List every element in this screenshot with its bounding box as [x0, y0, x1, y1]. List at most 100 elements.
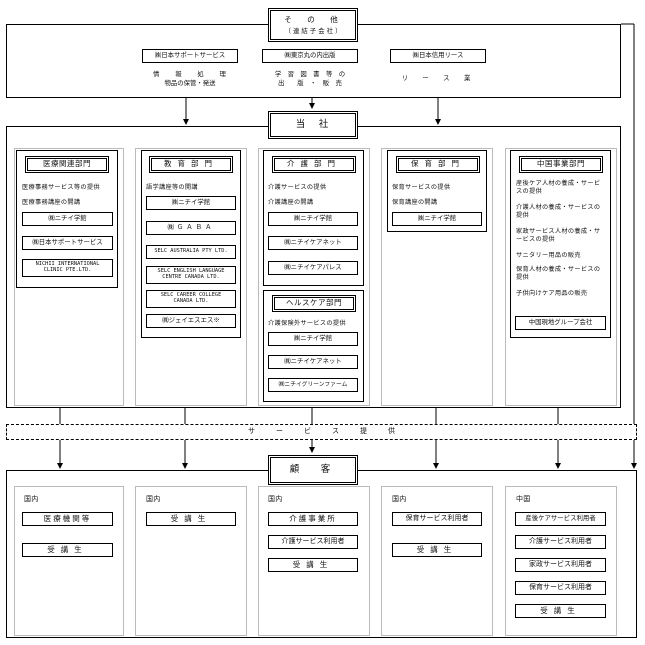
department-title: 介護部門 — [287, 159, 341, 169]
customer-item-box: 介護事業所 — [268, 512, 358, 526]
company-box-lease: ㈱日本信用リース — [390, 49, 486, 63]
department-text: サニタリー用品の販売 — [516, 252, 581, 259]
customer-item-box: 介護サービス利用者 — [515, 535, 606, 549]
service-provision-bar: サ ー ビ ス 提 供 — [6, 424, 637, 440]
department-panel — [510, 150, 611, 338]
customer-column — [14, 486, 124, 636]
department-text: 子供向けケア用品の販売 — [516, 290, 588, 297]
company-name: ㈱東京丸の内出版 — [284, 51, 336, 60]
customer-item: 医療機関等 — [43, 513, 92, 523]
customer-item: 保育サービス利用者 — [529, 583, 592, 592]
department-title-box: 中国事業部門 — [519, 156, 603, 173]
customer-item-box: 受講生 — [515, 604, 606, 618]
entity-box: ㈱日本サポートサービス — [22, 236, 113, 250]
customer-item-box: 受講生 — [392, 543, 482, 557]
entity-name: SELC ENGLISH LANGUAGE CENTRE CANADA LTD. — [157, 268, 225, 280]
department-text: 産後ケア人材の養成・サービスの提供 — [516, 180, 601, 195]
entity-name: ㈱ニチイケアパレス — [284, 263, 342, 272]
entity-box: ㈱ニチイ学館 — [392, 212, 482, 226]
entity-box: SELC AUSTRALIA PTY LTD. — [146, 245, 236, 259]
department-text: 家政サービス人材の養成・サービスの提供 — [516, 228, 601, 243]
company-title-box: 当 社 — [268, 111, 358, 139]
department-text: 医療事務サービス等の提供 — [22, 184, 100, 191]
subdepartment-title-box: ヘルスケア部門 — [272, 295, 356, 312]
department-title-box: 教育部門 — [149, 156, 233, 173]
department-text: 介護サービスの提供 — [268, 184, 327, 191]
customer-column — [135, 486, 247, 636]
department-panel — [141, 150, 241, 338]
entity-name: SELC AUSTRALIA PTY LTD. — [154, 248, 228, 255]
entity-name: NICHII INTERNATIONAL CLINIC PTE.LTD. — [35, 261, 100, 273]
customer-item-box: 家政サービス利用者 — [515, 558, 606, 572]
subdepartment-title: ヘルスケア部門 — [286, 298, 342, 308]
entity-name: 中国現地グループ会社 — [528, 318, 593, 327]
department-title-box: 介護部門 — [272, 156, 356, 173]
company-box-publishing: ㈱東京丸の内出版 — [262, 49, 358, 63]
entity-box: ㈱ジェイエスエス※ — [146, 314, 236, 328]
entity-name: ㈱日本サポートサービス — [32, 238, 103, 247]
entity-box: ㈱ニチイ学館 — [268, 332, 358, 346]
customer-item: 介護サービス利用者 — [529, 537, 592, 546]
department-text: 医療事務講座の開講 — [22, 199, 81, 206]
company-desc: 学 習 図 書 等 の — [274, 69, 346, 78]
entity-box: ㈱ニチイケアネット — [268, 236, 358, 250]
entity-name: ㈱ジェイエスエス※ — [162, 316, 220, 325]
customer-item-box: 受講生 — [146, 512, 236, 526]
department-title: 教育部門 — [164, 159, 218, 169]
company-box-support: ㈱日本サポートサービス — [142, 49, 238, 63]
entity-name: ㈱ニチイケアネット — [284, 238, 342, 247]
entity-name: ㈱ニチイグリーンファーム — [278, 381, 348, 388]
other-group-title-box: そ の 他 （ 連 結 子 会 社 ） — [268, 8, 358, 42]
customer-item: 受講生 — [540, 605, 581, 615]
service-provision-label: サ ー ビ ス 提 供 — [248, 427, 395, 436]
entity-box: SELC ENGLISH LANGUAGE CENTRE CANADA LTD. — [146, 266, 236, 284]
department-text: 保育人材の養成・サービスの提供 — [516, 266, 601, 281]
customer-item: 家政サービス利用者 — [529, 560, 592, 569]
company-desc: 物品の保管・発送 — [164, 78, 216, 87]
entity-name: SELC CAREER COLLEGE CANADA LTD. — [160, 292, 222, 304]
entity-box: 中国現地グループ会社 — [515, 316, 606, 330]
department-title-box: 医療関連部門 — [25, 156, 109, 173]
customer-item: 受講生 — [47, 544, 88, 554]
department-title: 中国事業部門 — [537, 159, 585, 169]
customer-item: 受講生 — [170, 513, 212, 523]
customer-region: 国内 — [146, 495, 161, 503]
entity-box: ㈱ニチイ学館 — [268, 212, 358, 226]
entity-name: ㈱ニチイ学館 — [293, 214, 333, 223]
customer-title-box: 顧 客 — [268, 455, 358, 485]
customer-item-box: 介護サービス利用者 — [268, 535, 358, 549]
customer-region: 中国 — [516, 495, 531, 503]
entity-box: ㈱ニチイケアネット — [268, 355, 358, 369]
entity-box: ㈱ニチイグリーンファーム — [268, 378, 358, 392]
customer-item: 受講生 — [416, 544, 458, 554]
entity-name: ㈱ニチイケアネット — [284, 357, 342, 366]
entity-name: ㈱ニチイ学館 — [48, 214, 87, 223]
entity-box: ㈱ＧＡＢＡ — [146, 221, 236, 235]
entity-name: ㈱ＧＡＢＡ — [167, 223, 215, 232]
customer-region: 国内 — [392, 495, 407, 503]
company-desc: 出 版 ・ 販 売 — [278, 78, 342, 87]
customer-item-box: 受講生 — [268, 558, 358, 572]
customer-item: 介護サービス利用者 — [281, 537, 345, 546]
department-text: 語学講座等の開講 — [146, 184, 198, 191]
customer-item-box: 医療機関等 — [22, 512, 113, 526]
customer-item-box: 受講生 — [22, 543, 113, 557]
department-text: 介護講座の開講 — [268, 199, 314, 206]
company-desc: リ ー ス 業 — [401, 73, 475, 82]
customer-item-box: 保育サービス利用者 — [392, 512, 482, 526]
entity-name: ㈱ニチイ学館 — [171, 198, 211, 207]
entity-box: ㈱ニチイ学館 — [22, 212, 113, 226]
customer-title: 顧 客 — [289, 463, 337, 475]
department-text: 介護人材の養成・サービスの提供 — [516, 204, 601, 219]
entity-name: ㈱ニチイ学館 — [293, 334, 333, 343]
customer-region: 国内 — [24, 495, 39, 503]
department-title: 保育部門 — [411, 159, 465, 169]
company-title: 当 社 — [295, 118, 331, 130]
entity-box: ㈱ニチイケアパレス — [268, 261, 358, 275]
entity-box: SELC CAREER COLLEGE CANADA LTD. — [146, 290, 236, 308]
customer-item-box: 産後ケアサービス利用者 — [515, 512, 606, 526]
subdepartment-text: 介護保険外サービスの提供 — [268, 320, 346, 327]
entity-box: ㈱ニチイ学館 — [146, 196, 236, 210]
department-text: 保育講座の開講 — [392, 199, 438, 206]
